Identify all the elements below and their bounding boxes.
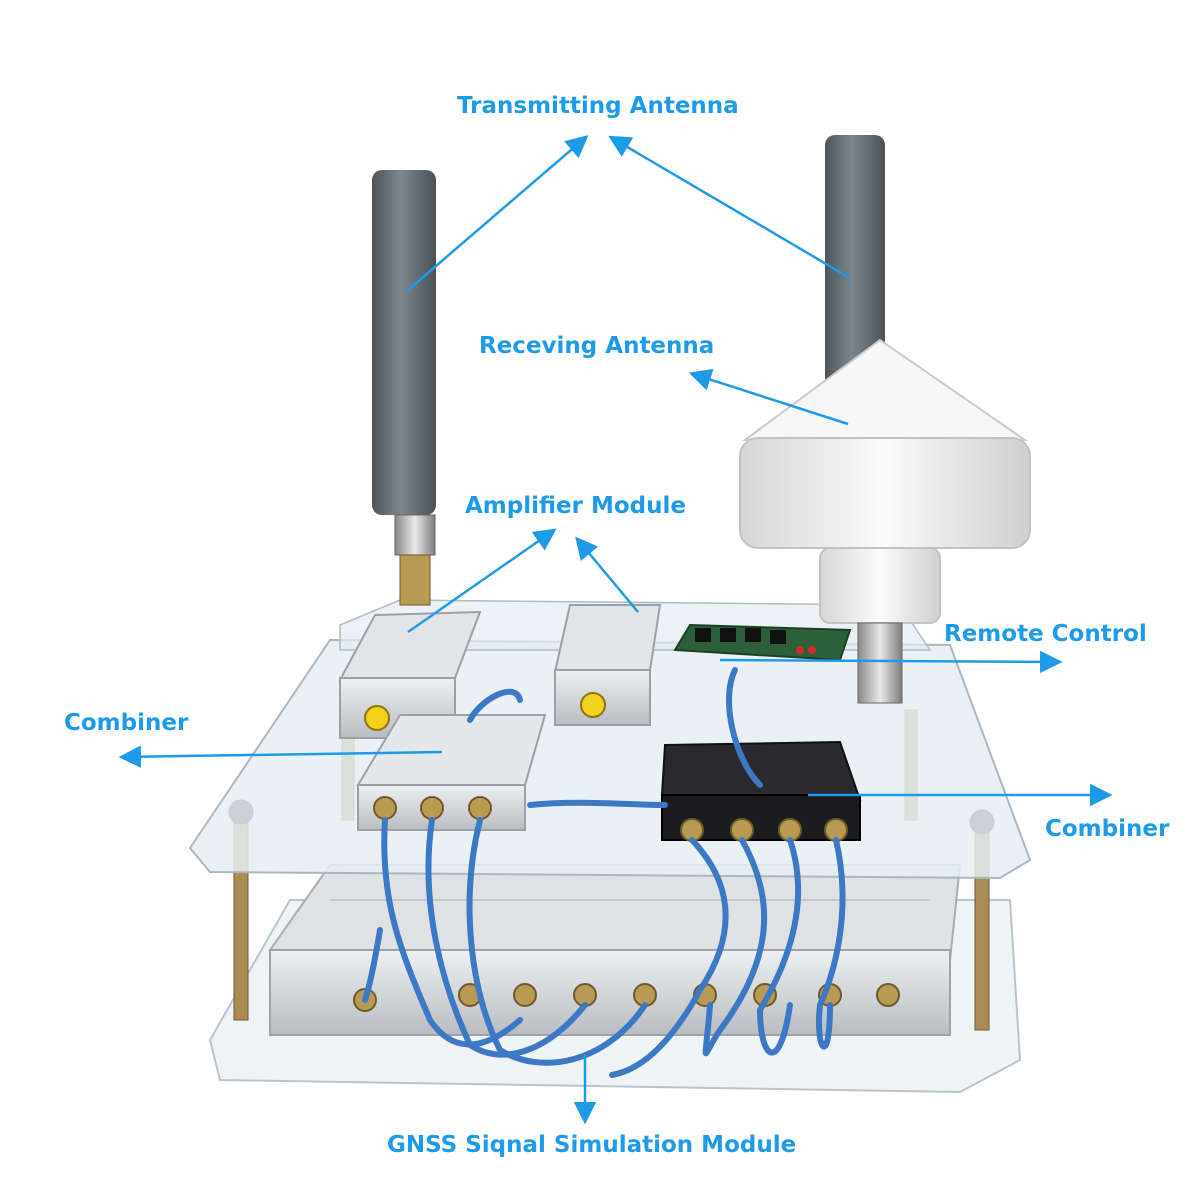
arrow-remote-control: [719, 650, 1063, 674]
arrow-transmitting-left: [407, 135, 589, 291]
gnss-simulation-module-box: [268, 864, 962, 1036]
receiving-antenna-dome: [739, 338, 1031, 704]
remote-control-board: [673, 623, 852, 662]
arrow-receiving: [688, 368, 849, 426]
arrow-combiner-left: [118, 745, 443, 768]
amplifier-module-right: [553, 604, 662, 726]
right-transmitting-antenna: [825, 135, 885, 395]
arrow-transmitting-right: [608, 135, 851, 280]
right-combiner: [660, 740, 862, 842]
remote-control-label: Remote Control: [944, 621, 1147, 647]
arrow-amplifier-left: [407, 528, 557, 634]
transmitting-antenna-label: Transmitting Antenna: [457, 93, 739, 119]
coax-cables: [362, 667, 846, 1078]
left-transmitting-antenna: [372, 170, 436, 606]
annotation-arrows: [118, 135, 1113, 1125]
arrow-amplifier-right: [575, 536, 639, 613]
combiner-left-label: Combiner: [64, 710, 189, 736]
amplifier-module-label: Amplifier Module: [465, 493, 687, 519]
gnss-module-label: GNSS Siqnal Simulation Module: [387, 1132, 797, 1158]
left-combiner: [356, 714, 547, 831]
receiving-antenna-label: Receving Antenna: [479, 333, 715, 359]
combiner-right-label: Combiner: [1045, 816, 1170, 842]
